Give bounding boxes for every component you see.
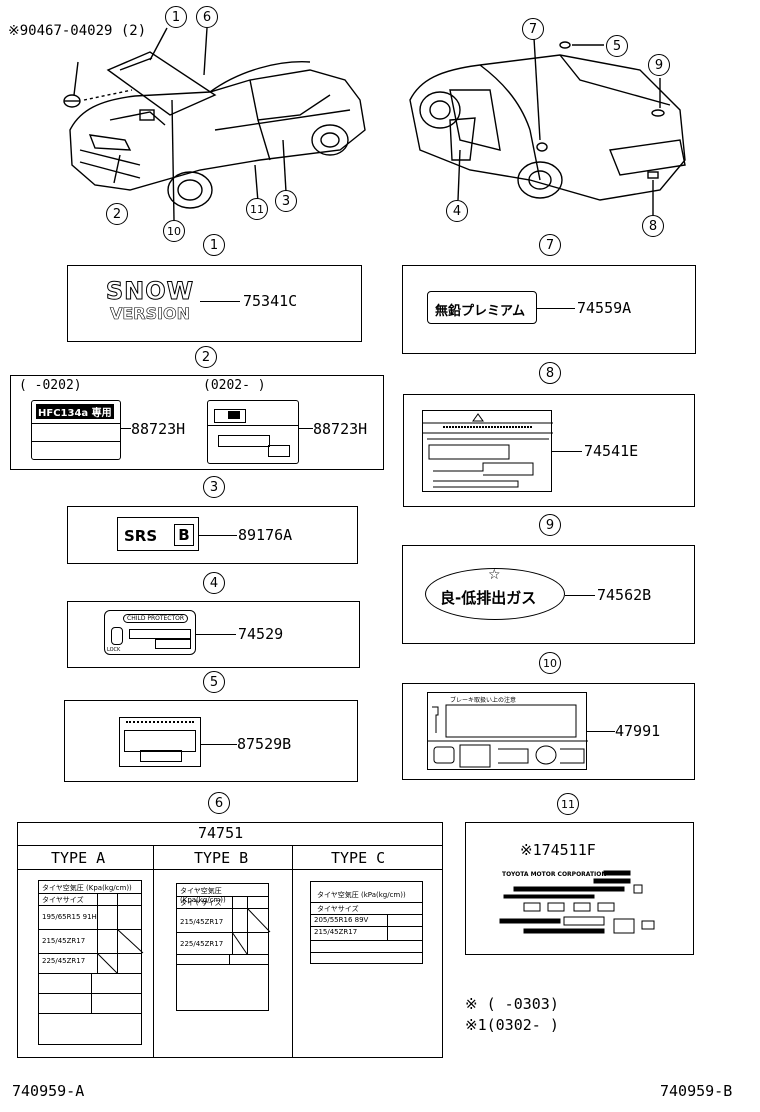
low-emission-label: ☆ 良-低排出ガス [425,567,565,620]
part-10-circle: 10 [539,652,561,674]
part-2-range-left: ( -0202) [19,378,82,393]
type-a-title: TYPE A [51,849,106,867]
callout-4-top: 4 [446,200,468,222]
part-2-range-right: (0202- ) [203,378,266,393]
part-1-box: SNOW VERSION 75341C [67,265,362,342]
part-10-label: ブレーキ取扱い上の注意 [427,692,588,770]
child-protector-label: CHILD PROTECTOR LOCK [104,610,196,655]
callout-5-top: 5 [606,35,628,57]
callout-11-top: 11 [246,198,268,220]
part-1-number: 75341C [243,292,298,310]
callout-3-top: 3 [275,190,297,212]
part-4-number: 74529 [238,625,284,643]
part-10-box: ブレーキ取扱い上の注意 47991 [402,683,695,780]
part-11-circle: 11 [557,793,579,815]
part-9-box: ☆ 良-低排出ガス 74562B [402,545,695,644]
part-11-number: ※174511F [520,841,596,859]
header-note: ※90467-04029 (2) [8,23,147,39]
type-b-label: タイヤ空気圧 (Kpa(kg/cm)) タイヤサイズ 215/45ZR17 22… [176,883,271,1011]
part-11-box: ※174511F TOYOTA MOTOR CORPORATION [465,822,694,955]
snow-version-label: SNOW VERSION [105,277,195,324]
part-3-number: 89176A [238,526,293,544]
part-2-right-label [207,400,299,464]
srs-label: SRS B [117,517,199,551]
part-7-box: 無鉛プレミアム 74559A [402,265,696,354]
part-8-circle: 8 [539,362,561,384]
part-5-circle: 5 [203,671,225,693]
front-car-illustration [63,27,366,221]
star-icon: ☆ [488,567,501,583]
part-4-circle: 4 [203,572,225,594]
part-7-circle: 7 [539,234,561,256]
footnote-b: ※1(0302- ) [465,1016,559,1034]
part-10-number: 47991 [615,722,661,740]
part-8-number: 74541E [584,442,639,460]
footnote-a: ※ ( -0303) [465,995,559,1013]
drawing-code-left: 740959-A [12,1082,85,1100]
callout-9-top: 9 [648,54,670,76]
type-a-label: タイヤ空気圧 (Kpa(kg/cm)) タイヤサイズ 195/65R15 91H… [38,880,144,1045]
part-5-box: 87529B [64,700,358,782]
unleaded-premium-label: 無鉛プレミアム [427,291,537,324]
part-8-label [422,410,553,492]
callout-6-top: 6 [196,6,218,28]
rear-car-illustration [409,37,686,215]
part-4-box: CHILD PROTECTOR LOCK 74529 [67,601,360,668]
part-8-box: 74541E [403,394,695,507]
part-6-box: 74751 TYPE A タイヤ空気圧 (Kpa(kg/cm)) タイヤサイズ … [17,822,443,1058]
part-2-circle: 2 [195,346,217,368]
type-b-title: TYPE B [194,849,249,867]
callout-10-top: 10 [163,220,185,242]
callout-7-top: 7 [522,18,544,40]
type-c-label: タイヤ空気圧 (kPa(kg/cm)) タイヤサイズ 205/55R16 89V… [310,881,423,964]
part-2-box: ( -0202) (0202- ) HFC134a 専用 88723H 8872… [10,375,384,470]
callout-1-top: 1 [165,6,187,28]
part-5-label [119,717,201,767]
callout-8-top: 8 [642,215,664,237]
part-2-number-left: 88723H [131,420,186,438]
part-6-number: 74751 [198,824,244,842]
type-c-title: TYPE C [331,849,386,867]
callout-2-top: 2 [106,203,128,225]
part-3-box: SRS B 89176A [67,506,358,564]
part-2-left-label: HFC134a 専用 [31,400,121,460]
part-6-circle: 6 [208,792,230,814]
part-11-label: TOYOTA MOTOR CORPORATION [494,869,662,943]
part-9-circle: 9 [539,514,561,536]
part-7-number: 74559A [577,299,632,317]
part-3-circle: 3 [203,476,225,498]
drawing-code-right: 740959-B [660,1082,733,1100]
part-5-number: 87529B [237,735,292,753]
part-2-number-right: 88723H [313,420,368,438]
part-1-circle: 1 [203,234,225,256]
part-9-number: 74562B [597,586,652,604]
